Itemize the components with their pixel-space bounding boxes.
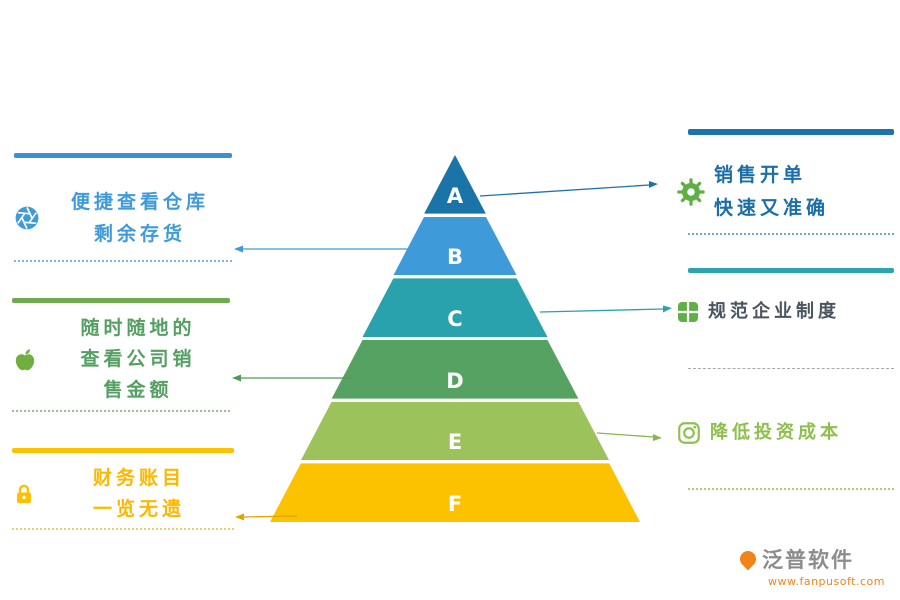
callout-line: 便捷查看仓库	[70, 191, 209, 213]
pyramid-level-label: C	[447, 306, 463, 331]
pyramid-level-C: C	[362, 278, 548, 337]
callout-sales-order: 销售开单 快速又准确	[676, 129, 894, 235]
callout-line: 随时随地的	[80, 317, 196, 339]
pyramid-level-label: D	[446, 368, 464, 393]
gear-icon	[676, 177, 706, 207]
dotted-divider	[14, 260, 232, 262]
dotted-divider	[688, 233, 894, 235]
accent-bar	[14, 153, 232, 158]
dashed-divider	[688, 368, 894, 369]
pyramid-level-label: B	[446, 245, 463, 270]
pyramid-level-F: F	[270, 463, 640, 522]
callout-lower-cost: 降低投资成本	[676, 418, 894, 490]
accent-bar	[688, 268, 894, 273]
pyramid-level-D: D	[331, 340, 579, 399]
pyramid-level-B: B	[393, 216, 517, 276]
accent-bar	[12, 448, 234, 453]
callout-text: 销售开单 快速又准确	[714, 159, 894, 225]
lock-icon	[12, 482, 36, 506]
pyramid-level-A: A	[424, 155, 486, 214]
callout-line: 规范企业制度	[708, 301, 840, 322]
callout-text: 便捷查看仓库 剩余存货	[48, 186, 232, 250]
grid-icon	[676, 300, 700, 324]
accent-bar	[12, 298, 230, 303]
callout-line: 剩余存货	[93, 223, 186, 245]
pyramid-level-label: F	[447, 491, 463, 516]
callout-sales-amount: 随时随地的 查看公司销 售金额	[12, 298, 230, 412]
dotted-divider	[12, 410, 230, 412]
callout-line: 查看公司销	[80, 348, 196, 370]
callout-line: 降低投资成本	[710, 422, 842, 443]
apple-icon	[12, 347, 38, 373]
pyramid-level-label: A	[446, 183, 464, 208]
brand-name: 泛普软件	[762, 548, 854, 572]
brand-logo: 泛普软件 www.fanpusoft.com	[736, 544, 895, 588]
pyramid-level-label: E	[447, 430, 463, 455]
callout-enterprise-rules: 规范企业制度	[676, 268, 894, 369]
callout-text: 财务账目 一览无遗	[44, 463, 234, 525]
dotted-divider	[688, 488, 894, 490]
camera-icon	[676, 420, 702, 446]
pyramid-level-E: E	[300, 401, 610, 461]
callout-text: 规范企业制度	[708, 295, 894, 328]
accent-bar	[688, 129, 894, 135]
brand-url: www.fanpusoft.com	[768, 575, 885, 588]
callout-text: 降低投资成本	[710, 418, 894, 448]
callout-line: 财务账目	[92, 467, 185, 489]
callout-finance: 财务账目 一览无遗	[12, 448, 234, 530]
callout-line: 快速又准确	[714, 197, 830, 219]
callout-warehouse-stock: 便捷查看仓库 剩余存货	[14, 153, 232, 262]
fanpu-logo-icon	[736, 547, 760, 571]
aperture-icon	[14, 205, 40, 231]
callout-text: 随时随地的 查看公司销 售金额	[46, 313, 230, 406]
pyramid: A B C D E F	[270, 155, 640, 525]
dotted-divider	[12, 528, 234, 530]
callout-line: 售金额	[103, 379, 173, 401]
callout-line: 销售开单	[714, 164, 807, 186]
callout-line: 一览无遗	[92, 498, 185, 520]
